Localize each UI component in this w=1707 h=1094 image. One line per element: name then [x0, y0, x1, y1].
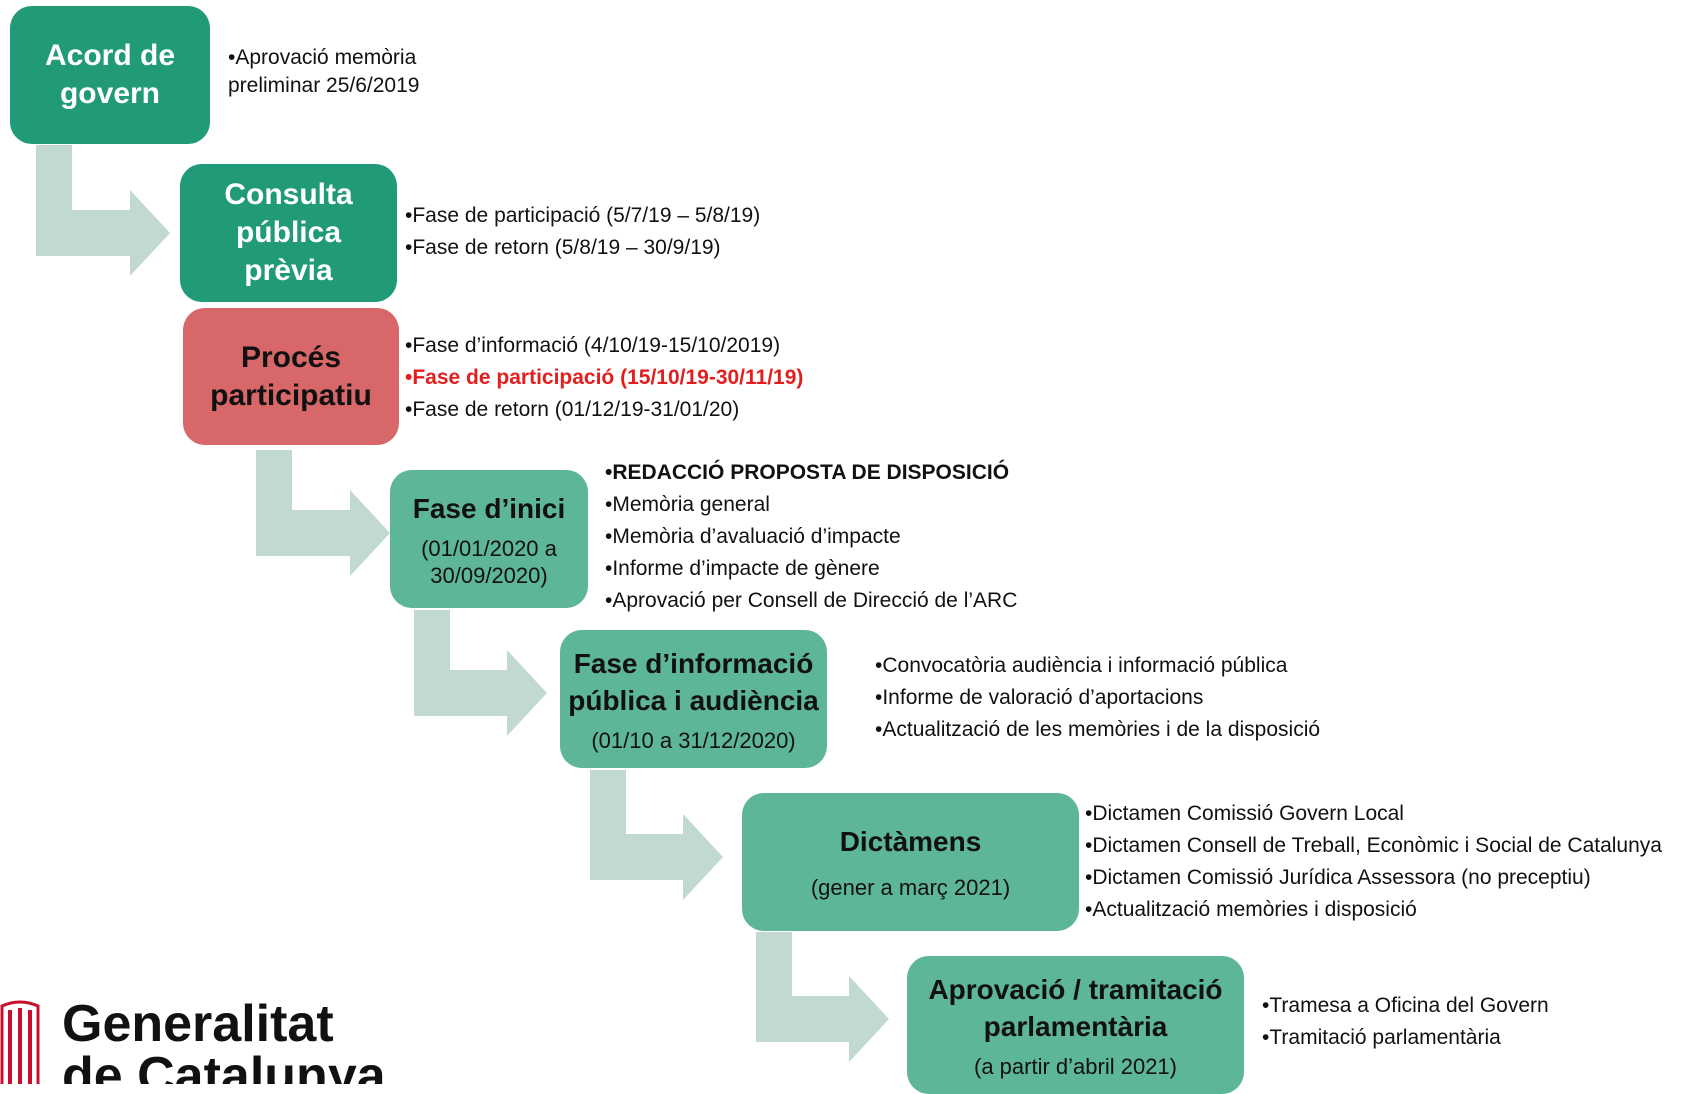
step-title: Fase d’informació pública i audiència	[568, 647, 819, 716]
logo-line-2: de Catalunya	[62, 1047, 386, 1084]
step-title: Procés participatiu	[210, 340, 372, 412]
logo-text: Generalitat de Catalunya	[62, 998, 386, 1084]
bullets-dictamens: •Dictamen Comissió Govern Local •Dictame…	[1085, 798, 1662, 926]
arrow-4	[590, 770, 723, 900]
bullet-item: •Memòria general	[605, 493, 770, 516]
arrow-5	[756, 932, 889, 1062]
bullet-item: •Tramitació parlamentària	[1262, 1026, 1501, 1049]
bullet-item: •Dictamen Comissió Govern Local	[1085, 802, 1404, 825]
arrow-1	[36, 145, 170, 276]
step-subtitle: (01/10 a 31/12/2020)	[591, 727, 796, 753]
generalitat-logo: Generalitat de Catalunya	[0, 998, 420, 1084]
bullets-fase-inici: •REDACCIÓ PROPOSTA DE DISPOSICIÓ •Memòri…	[605, 457, 1017, 617]
bullet-item: •Fase de retorn (5/8/19 – 30/9/19)	[405, 236, 721, 259]
step-title: Dictàmens	[839, 826, 982, 857]
step-box-aprovacio-tramitacio: Aprovació / tramitació parlamentària (a …	[907, 956, 1244, 1094]
arrow-3	[414, 610, 547, 736]
bullets-aprovacio-tramitacio: •Tramesa a Oficina del Govern •Tramitaci…	[1262, 990, 1549, 1054]
step-title: Consulta pública prèvia	[224, 178, 353, 287]
arrow-2	[256, 450, 390, 576]
bullet-item-bold: •REDACCIÓ PROPOSTA DE DISPOSICIÓ	[605, 461, 1010, 484]
step-title: Fase d’inici	[412, 492, 566, 524]
bullet-item: •Fase de retorn (01/12/19-31/01/20)	[405, 398, 740, 421]
bullet-item: •Informe de valoració d’aportacions	[875, 686, 1204, 709]
step-box-fase-inici: Fase d’inici (01/01/2020 a 30/09/2020)	[390, 470, 588, 608]
step-box-fase-informacio-publica: Fase d’informació pública i audiència (0…	[560, 630, 827, 768]
bullets-proces-participatiu: •Fase d’informació (4/10/19-15/10/2019) …	[405, 330, 803, 426]
catalan-flag-icon	[0, 1000, 40, 1084]
step-title: Aprovació / tramitació parlamentària	[928, 973, 1223, 1042]
bullets-consulta-publica: •Fase de participació (5/7/19 – 5/8/19) …	[405, 200, 760, 264]
step-subtitle: (01/01/2020 a 30/09/2020)	[421, 535, 557, 588]
step-box-proces-participatiu: Procés participatiu	[183, 308, 399, 445]
bullet-item: •Actualització de les memòries i de la d…	[875, 718, 1321, 741]
step-box-dictamens: Dictàmens (gener a març 2021)	[742, 793, 1079, 931]
bullets-acord-de-govern: •Aprovació memòria preliminar 25/6/2019	[228, 44, 468, 100]
bullet-item: •Dictamen Consell de Treball, Econòmic i…	[1085, 834, 1662, 857]
bullet-item-highlight: •Fase de participació (15/10/19-30/11/19…	[405, 366, 804, 389]
bullet-item: •Convocatòria audiència i informació púb…	[875, 654, 1288, 677]
step-subtitle: (gener a març 2021)	[810, 875, 1011, 900]
step-title: Acord de govern	[44, 39, 176, 110]
bullet-item: •Memòria d’avaluació d’impacte	[605, 525, 901, 548]
bullet-item: •Fase de participació (5/7/19 – 5/8/19)	[405, 204, 761, 227]
step-box-consulta-publica: Consulta pública prèvia	[180, 164, 397, 302]
bullet-item: •Aprovació memòria preliminar 25/6/2019	[228, 46, 420, 97]
bullet-item: •Tramesa a Oficina del Govern	[1262, 994, 1549, 1017]
step-subtitle: (a partir d’abril 2021)	[974, 1053, 1177, 1079]
bullet-item: •Informe d’impacte de gènere	[605, 557, 880, 580]
bullet-item: •Aprovació per Consell de Direcció de l’…	[605, 589, 1018, 612]
step-box-acord-de-govern: Acord de govern	[10, 6, 210, 144]
bullet-item: •Fase d’informació (4/10/19-15/10/2019)	[405, 334, 781, 357]
bullet-item: •Dictamen Comissió Jurídica Assessora (n…	[1085, 866, 1591, 889]
bullets-fase-informacio-publica: •Convocatòria audiència i informació púb…	[875, 650, 1320, 746]
bullet-item: •Actualització memòries i disposició	[1085, 898, 1417, 921]
logo-line-1: Generalitat	[62, 998, 334, 1053]
